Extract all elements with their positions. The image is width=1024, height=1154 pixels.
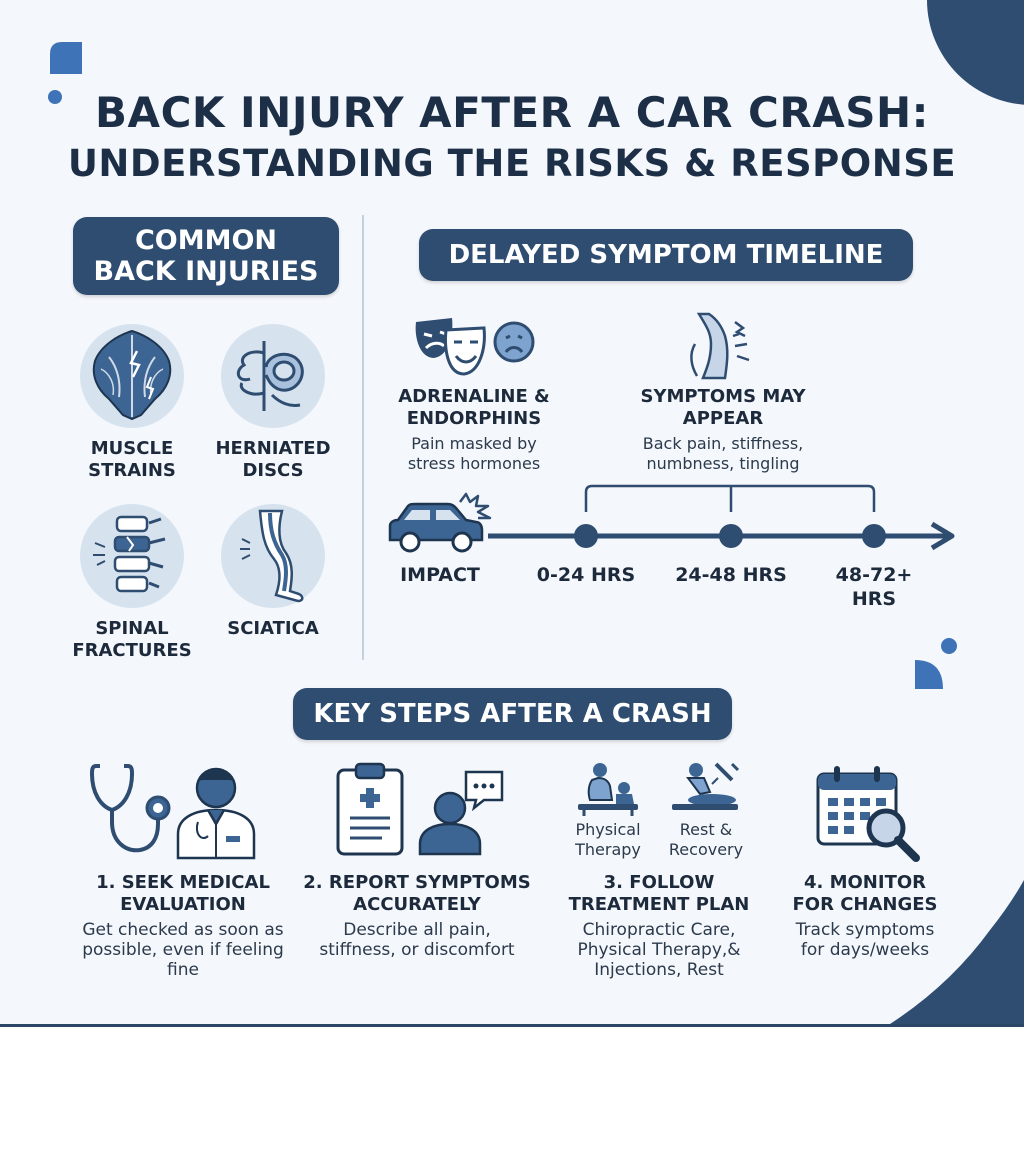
timeline-label-impact: IMPACT <box>380 563 500 587</box>
timeline-axis <box>488 484 955 551</box>
decorative-shapes <box>48 0 1024 1024</box>
title-line: 3. FOLLOW <box>603 872 715 893</box>
title-line: ADRENALINE & <box>398 386 550 407</box>
timeline-heading: DELAYED SYMPTOM TIMELINE <box>419 229 913 281</box>
label-line: SPINAL <box>95 618 169 639</box>
desc-line: Pain masked by <box>411 434 537 453</box>
injury-label: SPINAL FRACTURES <box>62 618 202 662</box>
title-line: TREATMENT PLAN <box>568 894 750 915</box>
herniated-disc-icon <box>221 324 325 428</box>
desc-line: fine <box>167 960 199 980</box>
physical-therapy-icon <box>578 763 638 816</box>
step-3-title: 3. FOLLOW TREATMENT PLAN <box>544 872 774 916</box>
injury-label: SCIATICA <box>203 618 343 640</box>
label-line: 24-48 HRS <box>675 564 787 586</box>
symptoms-title: SYMPTOMS MAY APPEAR <box>613 386 833 430</box>
desc-line: Back pain, stiffness, <box>642 434 804 453</box>
step-4-title: 4. MONITOR FOR CHANGES <box>760 872 970 916</box>
title-line: 4. MONITOR <box>803 872 927 893</box>
desc-line: numbness, tingling <box>646 454 800 473</box>
page-subtitle: UNDERSTANDING THE RISKS & RESPONSE <box>67 142 957 185</box>
title-line: ENDORPHINS <box>406 408 542 429</box>
muscle-back-icon <box>80 324 184 428</box>
spine-fracture-icon <box>80 504 184 608</box>
label-line: STRAINS <box>88 460 176 481</box>
adrenaline-title: ADRENALINE & ENDORPHINS <box>384 386 564 430</box>
timeline-label-48-72: 48-72+ HRS <box>814 563 934 611</box>
label-line: Recovery <box>668 840 744 859</box>
desc-line: Describe all pain, <box>343 920 491 940</box>
step-2-title: 2. REPORT SYMPTOMS ACCURATELY <box>286 872 548 916</box>
infographic: BACK INJURY AFTER A CAR CRASH: UNDERSTAN… <box>0 0 1024 1027</box>
sciatica-leg-icon <box>221 504 325 608</box>
common-injuries-heading: COMMON BACK INJURIES <box>73 217 339 295</box>
sub-label-rest-recovery: Rest & Recovery <box>658 820 754 860</box>
injury-label: MUSCLE STRAINS <box>62 438 202 482</box>
adrenaline-description: Pain masked by stress hormones <box>384 434 564 474</box>
desc-line: possible, even if feeling <box>82 940 284 960</box>
label-line: DISCS <box>242 460 304 481</box>
section-divider <box>362 215 364 660</box>
desc-line: stress hormones <box>407 454 541 473</box>
step-4-description: Track symptoms for days/weeks <box>760 920 970 960</box>
label-line: IMPACT <box>400 564 480 586</box>
desc-line: Get checked as soon as <box>82 920 284 940</box>
rest-recovery-icon <box>672 762 740 810</box>
heading-text: KEY STEPS AFTER A CRASH <box>313 699 712 729</box>
label-line: HRS <box>851 588 897 610</box>
label-line: 0-24 HRS <box>536 564 636 586</box>
stethoscope-doctor-icon <box>90 764 256 860</box>
label-line: Therapy <box>575 840 641 859</box>
timeline-marker <box>719 524 743 548</box>
label-line: Physical <box>575 820 641 839</box>
symptoms-description: Back pain, stiffness, numbness, tingling <box>613 434 833 474</box>
title-line: APPEAR <box>682 408 764 429</box>
title-line: EVALUATION <box>120 894 246 915</box>
label-line: FRACTURES <box>72 640 192 661</box>
title-line: 1. SEEK MEDICAL <box>96 872 270 893</box>
back-pain-icon <box>690 312 750 380</box>
heading-line: BACK INJURIES <box>93 256 319 287</box>
label-line: 48-72+ <box>835 564 913 586</box>
timeline-marker <box>574 524 598 548</box>
desc-line: Track symptoms <box>795 920 935 940</box>
label-line: HERNIATED <box>215 438 331 459</box>
label-line: Rest & <box>679 820 733 839</box>
injury-label: HERNIATED DISCS <box>203 438 343 482</box>
sub-label-physical-therapy: Physical Therapy <box>560 820 656 860</box>
step-2-description: Describe all pain, stiffness, or discomf… <box>286 920 548 960</box>
clipboard-report-icon <box>336 762 504 856</box>
step-1-title: 1. SEEK MEDICAL EVALUATION <box>48 872 318 916</box>
step-3-description: Chiropractic Care, Physical Therapy,& In… <box>544 920 774 980</box>
desc-line: stiffness, or discomfort <box>319 940 515 960</box>
timeline-label-0-24: 0-24 HRS <box>522 563 650 587</box>
key-steps-heading: KEY STEPS AFTER A CRASH <box>293 688 732 740</box>
page-title: BACK INJURY AFTER A CAR CRASH: <box>95 88 929 137</box>
theater-masks-icon <box>415 318 535 376</box>
timeline-label-24-48: 24-48 HRS <box>663 563 799 587</box>
calendar-search-icon <box>816 766 920 862</box>
desc-line: for days/weeks <box>800 940 930 960</box>
heading-text: DELAYED SYMPTOM TIMELINE <box>448 240 884 270</box>
car-crash-icon <box>388 492 492 553</box>
title-line: ACCURATELY <box>353 894 481 915</box>
heading-line: COMMON <box>134 225 278 256</box>
title-line: FOR CHANGES <box>792 894 938 915</box>
label-line: MUSCLE <box>90 438 174 459</box>
desc-line: Injections, Rest <box>594 960 724 980</box>
desc-line: Physical Therapy,& <box>577 940 741 960</box>
timeline-arrow <box>930 521 955 551</box>
desc-line: Chiropractic Care, <box>582 920 736 940</box>
title-line: SYMPTOMS MAY <box>640 386 806 407</box>
title-line: 2. REPORT SYMPTOMS <box>303 872 531 893</box>
timeline-marker <box>862 524 886 548</box>
step-1-description: Get checked as soon as possible, even if… <box>48 920 318 980</box>
label-line: SCIATICA <box>227 618 319 639</box>
